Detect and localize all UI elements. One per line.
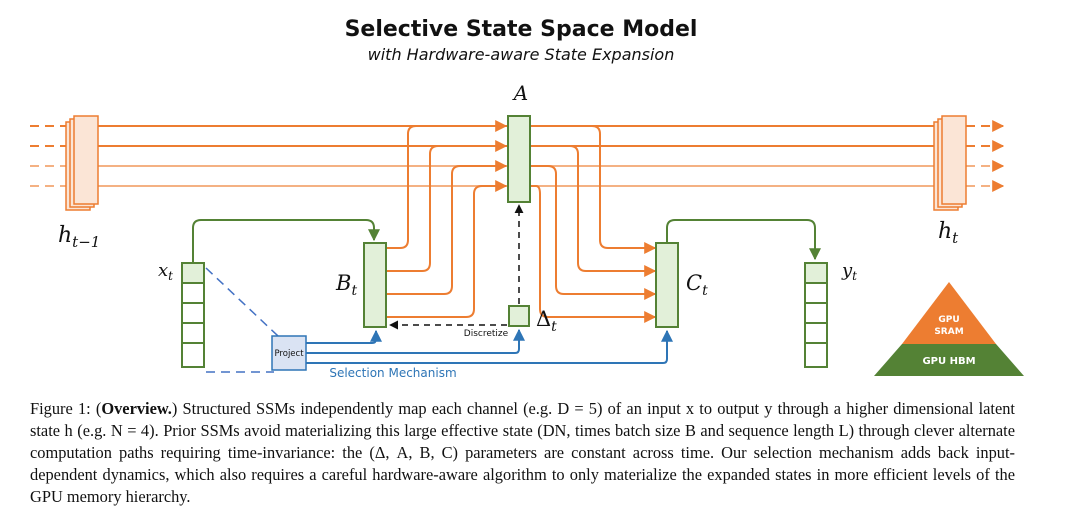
label-x: xt <box>158 260 173 283</box>
label-delta: Δt <box>536 307 557 335</box>
label-B: Bt <box>335 271 357 299</box>
C-to-y-arrow <box>666 219 821 261</box>
state-h-cur <box>933 115 967 211</box>
diagram-title: Selective State Space Model <box>345 17 698 42</box>
matrix-C-box <box>655 242 679 328</box>
diagram-subtitle: with Hardware-aware State Expansion <box>368 45 675 64</box>
matrix-B-box <box>363 242 387 328</box>
x-to-B-arrow <box>192 219 380 262</box>
gpu-sram-label-2: SRAM <box>934 327 963 337</box>
projection-dashed-lines <box>205 267 279 373</box>
label-h-cur: ht <box>938 219 959 247</box>
matrix-A-box <box>507 115 531 203</box>
b-to-state-paths <box>386 120 508 318</box>
ssm-diagram: Selective State Space Model with Hardwar… <box>30 17 1024 380</box>
caption-bold: Overview. <box>101 399 172 418</box>
input-x-vector <box>181 262 205 368</box>
label-C: Ct <box>686 271 708 299</box>
label-h-prev: ht−1 <box>58 223 100 251</box>
delta-box <box>508 305 530 327</box>
figure-caption: Figure 1: (Overview.) Structured SSMs in… <box>30 398 1015 508</box>
label-y: yt <box>841 260 857 283</box>
state-h-prev <box>65 115 99 211</box>
gpu-sram-label-1: GPU <box>938 315 959 325</box>
gpu-sram-tier <box>902 282 996 344</box>
output-y-vector <box>804 262 828 368</box>
caption-figure-label: Figure 1: ( <box>30 399 102 418</box>
caption-body: ) Structured SSMs independently map each… <box>30 399 1015 506</box>
label-project: Project <box>274 349 304 359</box>
gpu-memory-pyramid: GPU SRAM GPU HBM <box>874 282 1024 376</box>
project-box <box>271 335 307 371</box>
selection-arrows <box>306 328 673 364</box>
gpu-hbm-tier <box>874 344 1024 376</box>
label-discretize: Discretize <box>464 329 509 339</box>
state-to-c-paths <box>530 125 657 323</box>
label-A: A <box>512 81 528 105</box>
label-selection-mechanism: Selection Mechanism <box>329 366 456 380</box>
gpu-hbm-label: GPU HBM <box>922 356 975 367</box>
